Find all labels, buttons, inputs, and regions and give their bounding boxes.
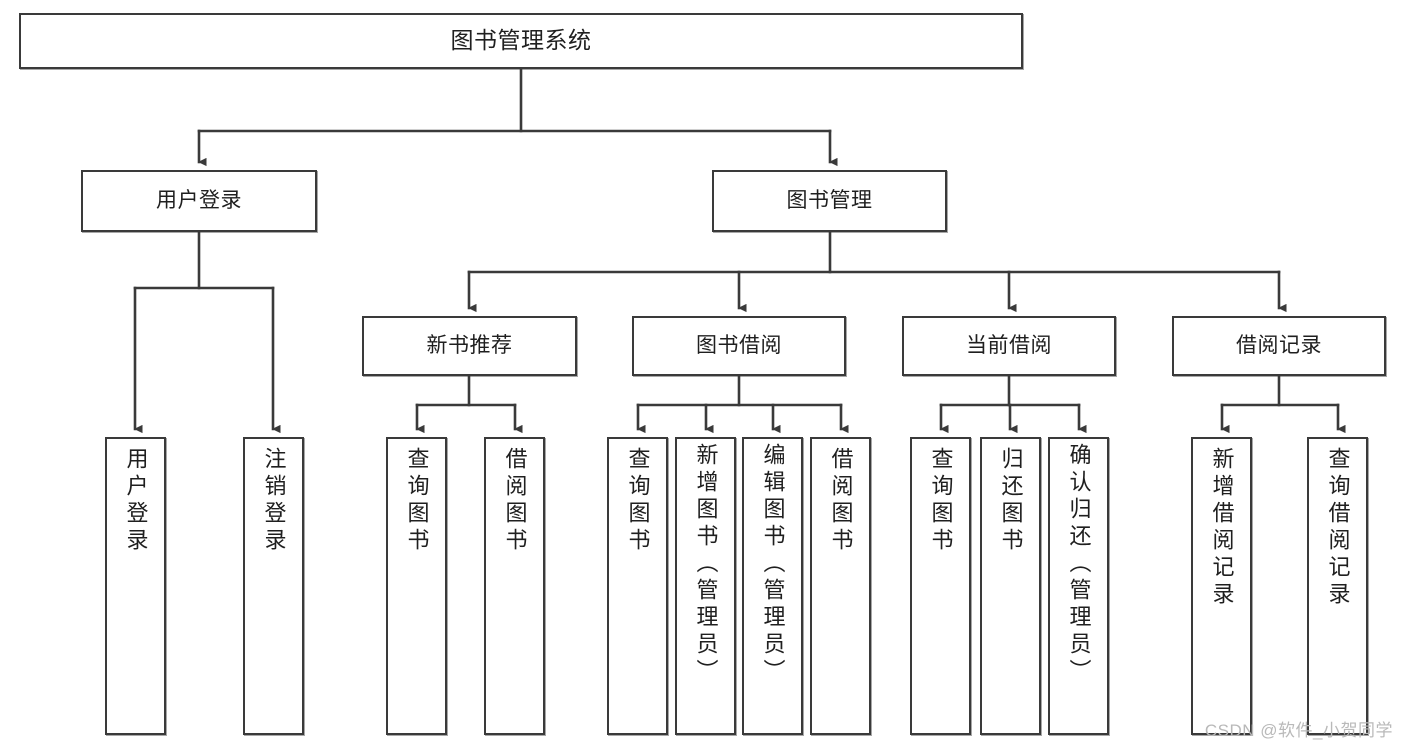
node-group-book-borrowing[interactable]: 图书借阅 (632, 316, 846, 376)
node-label: 注销登录 (261, 447, 287, 555)
node-label: 图书管理 (786, 188, 873, 212)
node-leaf-query-books-current[interactable]: 查询图书 (910, 437, 971, 735)
node-label: 借阅图书 (502, 447, 528, 555)
node-label: 查询图书 (625, 447, 651, 555)
node-label: 编辑图书（管理员） (760, 443, 786, 686)
node-label: 图书借阅 (696, 333, 782, 357)
node-root-book-management-system[interactable]: 图书管理系统 (19, 13, 1023, 69)
node-label: 确认归还（管理员） (1066, 443, 1092, 686)
node-branch-book-management[interactable]: 图书管理 (712, 170, 947, 232)
node-label: 归还图书 (998, 447, 1024, 555)
node-label: 用户登录 (123, 447, 149, 555)
node-leaf-borrow-books[interactable]: 借阅图书 (810, 437, 871, 735)
node-branch-user-login[interactable]: 用户登录 (81, 170, 317, 232)
node-label: 新书推荐 (426, 333, 513, 357)
node-leaf-add-borrow-record[interactable]: 新增借阅记录 (1191, 437, 1252, 735)
node-label: 图书管理系统 (450, 27, 592, 54)
node-leaf-borrow-books-newbook[interactable]: 借阅图书 (484, 437, 545, 735)
node-leaf-user-login[interactable]: 用户登录 (105, 437, 166, 735)
node-label: 查询图书 (404, 447, 430, 555)
node-label: 新增图书（管理员） (693, 443, 719, 686)
node-label: 用户登录 (156, 188, 242, 212)
node-label: 借阅图书 (828, 447, 854, 555)
node-label: 借阅记录 (1236, 333, 1322, 357)
node-label: 查询图书 (928, 447, 954, 555)
node-label: 查询借阅记录 (1325, 447, 1351, 609)
csdn-watermark: CSDN @软件_小贺同学 (1204, 721, 1393, 740)
node-leaf-edit-book-admin[interactable]: 编辑图书（管理员） (742, 437, 803, 735)
node-label: 新增借阅记录 (1209, 447, 1235, 609)
node-leaf-query-borrow-record[interactable]: 查询借阅记录 (1307, 437, 1368, 735)
node-leaf-confirm-return-admin[interactable]: 确认归还（管理员） (1048, 437, 1109, 735)
node-leaf-query-books-borrow[interactable]: 查询图书 (607, 437, 668, 735)
node-group-borrowing-records[interactable]: 借阅记录 (1172, 316, 1386, 376)
node-leaf-query-books-newbook[interactable]: 查询图书 (386, 437, 447, 735)
node-group-current-borrowing[interactable]: 当前借阅 (902, 316, 1116, 376)
node-leaf-logout[interactable]: 注销登录 (243, 437, 304, 735)
node-leaf-return-books[interactable]: 归还图书 (980, 437, 1041, 735)
node-group-new-book-recommendation[interactable]: 新书推荐 (362, 316, 577, 376)
node-leaf-add-book-admin[interactable]: 新增图书（管理员） (675, 437, 736, 735)
node-label: 当前借阅 (966, 333, 1052, 357)
